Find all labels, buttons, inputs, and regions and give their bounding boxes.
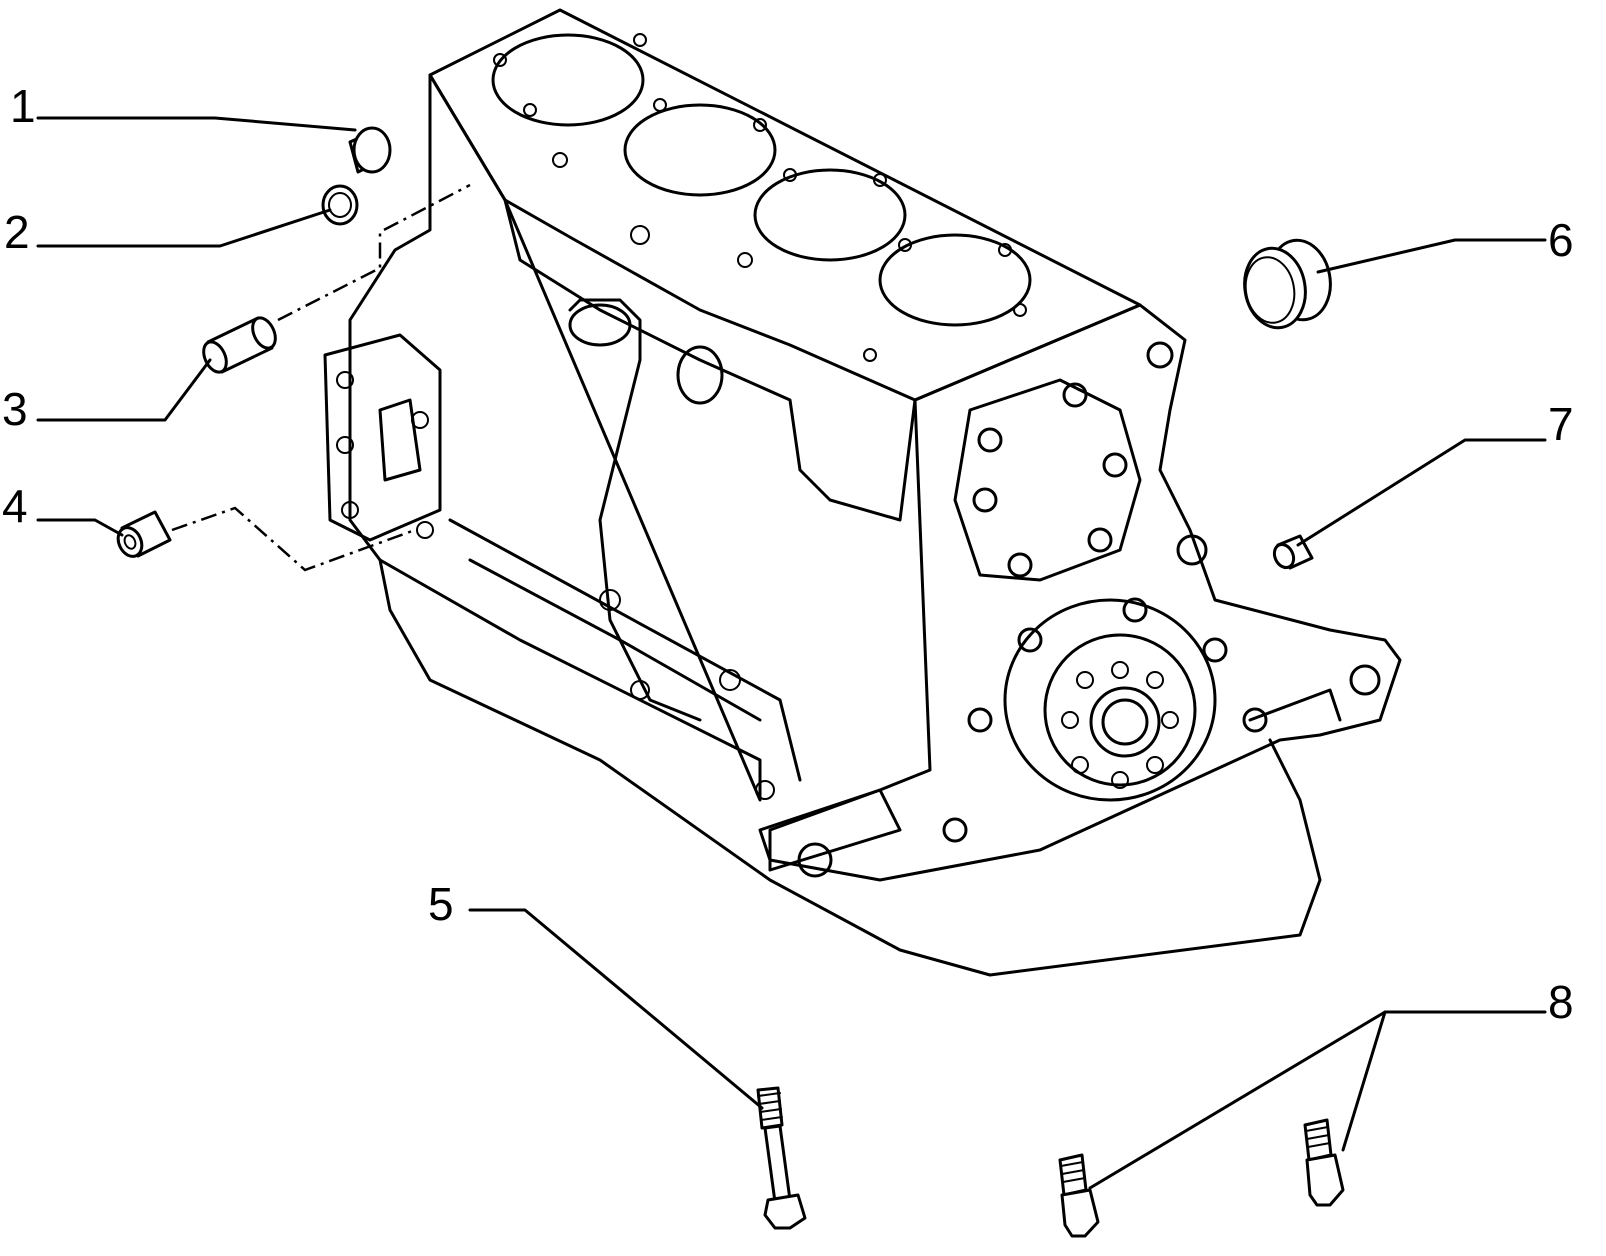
leader-lines bbox=[36, 116, 1547, 1190]
dowel-pin bbox=[1272, 534, 1314, 570]
callout-5: 5 bbox=[428, 878, 454, 930]
callout-1: 1 bbox=[10, 80, 36, 132]
stud-bolt-pair bbox=[1058, 1118, 1345, 1238]
callout-labels: 1 2 3 4 5 6 7 8 bbox=[2, 80, 1574, 1028]
plug-cap-ring bbox=[321, 184, 359, 226]
expansion-plug-large bbox=[1243, 238, 1332, 330]
long-stud-bolt bbox=[756, 1086, 807, 1230]
callout-4: 4 bbox=[2, 480, 28, 532]
engine-block bbox=[323, 8, 1402, 977]
callout-6: 6 bbox=[1548, 214, 1574, 266]
dowel-sleeve bbox=[202, 183, 471, 374]
callout-2: 2 bbox=[4, 206, 30, 258]
callout-3: 3 bbox=[2, 383, 28, 435]
plug-cap-small bbox=[348, 126, 392, 174]
callout-8: 8 bbox=[1548, 976, 1574, 1028]
bushing bbox=[116, 506, 416, 572]
callout-7: 7 bbox=[1548, 398, 1574, 450]
